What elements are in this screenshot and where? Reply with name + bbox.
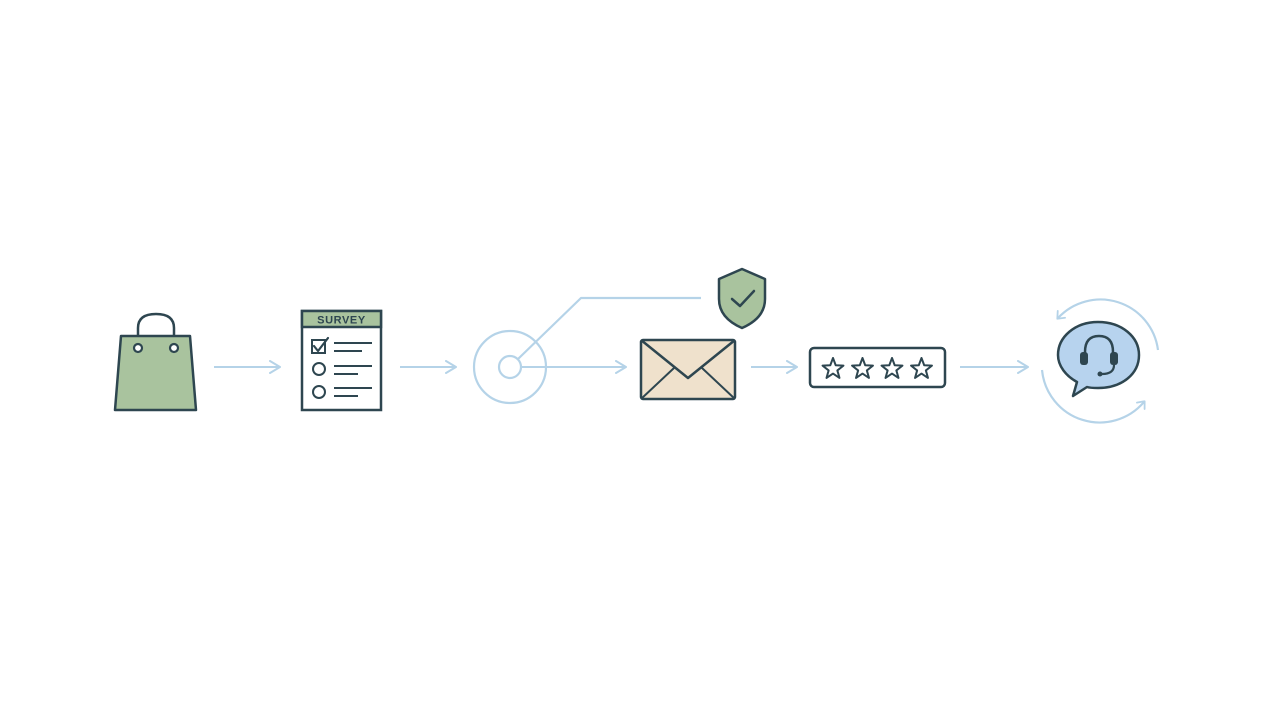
star-icon	[821, 357, 845, 379]
shopping-bag-icon	[113, 312, 198, 412]
star-icon	[910, 357, 933, 379]
star-icon	[880, 357, 904, 379]
shield-check-icon	[717, 267, 767, 330]
envelope-icon	[639, 338, 737, 401]
star-rating-icon	[808, 346, 947, 389]
support-headset-chat-icon	[1040, 298, 1160, 424]
star-icon	[851, 357, 874, 379]
survey-header-label: SURVEY	[317, 315, 366, 327]
cycle-arrow-bottom	[1040, 369, 1146, 424]
survey-form-icon: SURVEY	[300, 309, 383, 412]
cycle-arrow-top	[1056, 298, 1160, 351]
